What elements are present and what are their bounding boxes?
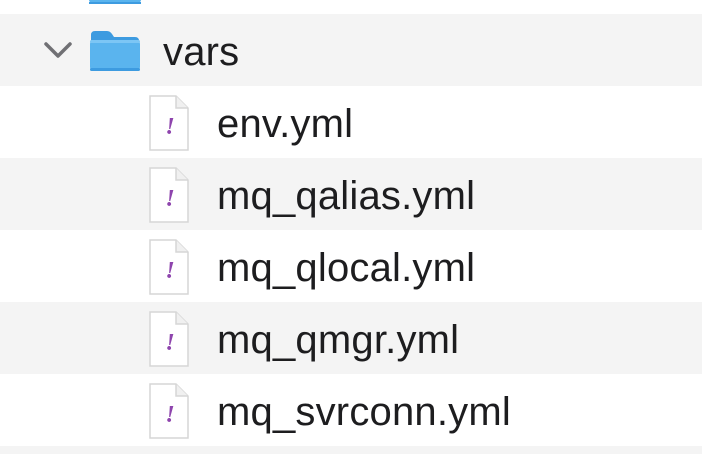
file-name: mq_svrconn.yml xyxy=(217,390,511,434)
folder-icon xyxy=(88,27,142,73)
list-item-file[interactable]: ! mq_qmgr.yml xyxy=(0,302,702,374)
chevron-down-icon[interactable] xyxy=(40,36,76,64)
list-item-partial xyxy=(0,446,702,454)
list-item-partial[interactable] xyxy=(0,0,702,14)
yaml-file-icon: ! xyxy=(146,382,192,440)
folder-icon xyxy=(88,0,142,14)
svg-text:!: ! xyxy=(165,258,174,284)
svg-text:!: ! xyxy=(165,114,174,140)
yaml-file-icon: ! xyxy=(146,94,192,152)
svg-text:!: ! xyxy=(165,330,174,356)
yaml-file-icon: ! xyxy=(146,166,192,224)
svg-text:!: ! xyxy=(165,186,174,212)
svg-text:!: ! xyxy=(165,402,174,428)
file-name: mq_qmgr.yml xyxy=(217,318,460,362)
yaml-file-icon: ! xyxy=(146,238,192,296)
file-name: mq_qlocal.yml xyxy=(217,246,476,290)
list-item-file[interactable]: ! mq_svrconn.yml xyxy=(0,374,702,446)
list-item-file[interactable]: ! mq_qalias.yml xyxy=(0,158,702,230)
folder-name: vars xyxy=(163,30,240,74)
folder-row-vars[interactable]: vars xyxy=(0,14,702,86)
list-item-file[interactable]: ! mq_qlocal.yml xyxy=(0,230,702,302)
file-name: mq_qalias.yml xyxy=(217,174,476,218)
yaml-file-icon: ! xyxy=(146,310,192,368)
file-name: env.yml xyxy=(217,102,354,146)
list-item-file[interactable]: ! env.yml xyxy=(0,86,702,158)
